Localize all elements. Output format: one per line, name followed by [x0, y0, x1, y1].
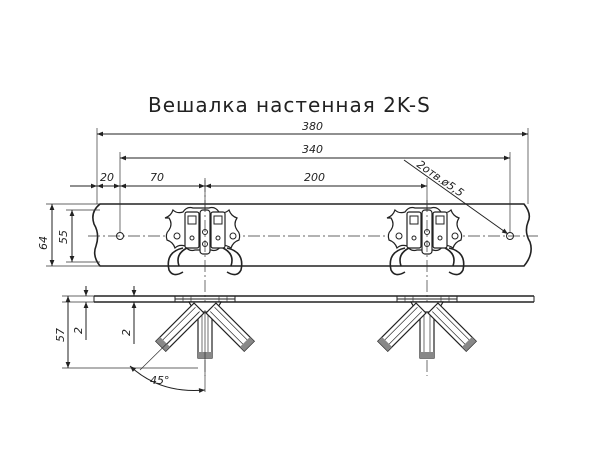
- dim-label-2-outer: 2: [72, 327, 85, 334]
- hook-assembly-right: [386, 206, 465, 276]
- hook-side-right: [377, 295, 477, 359]
- mounting-hole-right: [506, 232, 514, 240]
- mounting-hole-left: [116, 232, 124, 240]
- dimension-heights: 64 55: [37, 203, 100, 267]
- dim-label-340: 340: [302, 143, 323, 156]
- dimension-hole-spacing: 340: [119, 143, 511, 232]
- dim-label-200: 200: [304, 171, 325, 184]
- hook-assembly-left: [164, 206, 243, 276]
- holes-callout-label: 2отв.ø5,5: [414, 158, 466, 200]
- dimension-overall-length: 380: [96, 120, 529, 204]
- dim-label-380: 380: [302, 120, 323, 133]
- dim-label-45: 45°: [150, 374, 170, 387]
- dim-label-70: 70: [150, 171, 164, 184]
- dim-label-55: 55: [57, 230, 70, 244]
- wall-plate-front: [92, 203, 532, 267]
- dim-label-2-inner: 2: [120, 329, 133, 336]
- wall-plate-side: [93, 295, 535, 303]
- dim-label-64: 64: [37, 236, 50, 250]
- dimension-angle: 45°: [129, 310, 206, 393]
- drawing-title: Вешалка настенная 2K-S: [148, 93, 431, 117]
- dim-label-57: 57: [54, 328, 67, 342]
- dim-label-20: 20: [100, 171, 114, 184]
